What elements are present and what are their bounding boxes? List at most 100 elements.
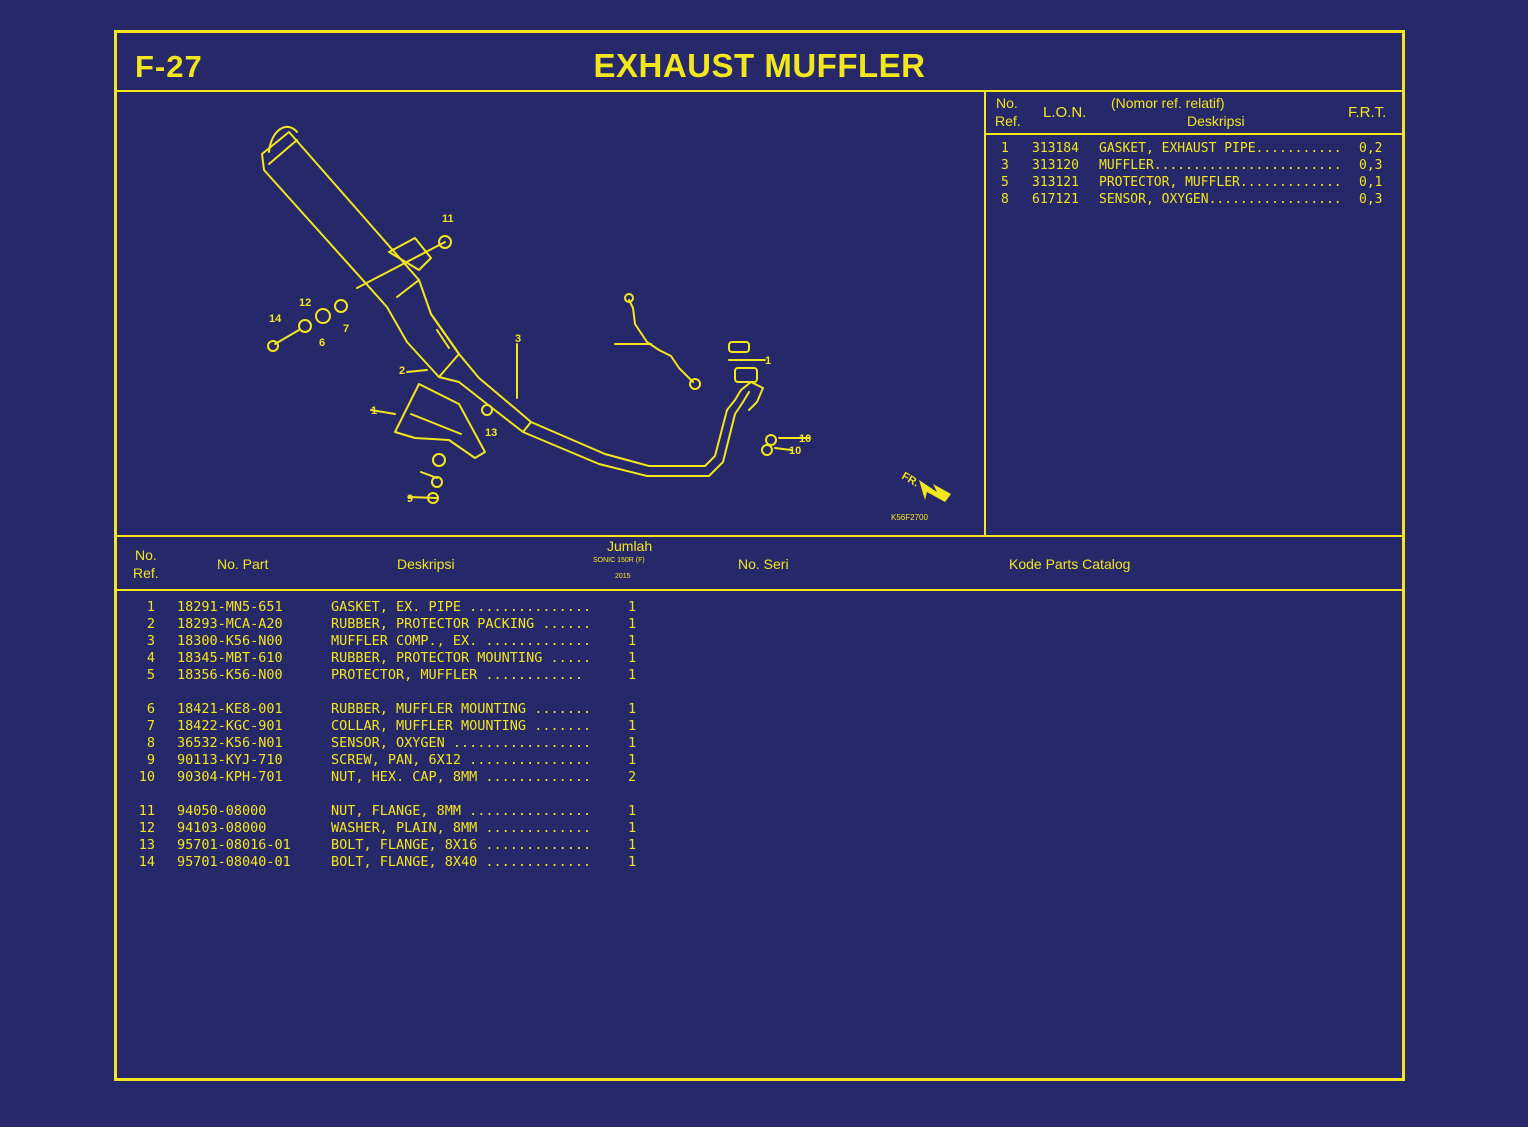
parts-cell-ref: 8 [146,735,155,751]
parts-cell-desc: RUBBER, MUFFLER MOUNTING ....... [331,701,592,717]
frt-cell-desc: MUFFLER........................ [1099,158,1342,173]
parts-cell-part: 18291-MN5-651 [177,599,283,615]
parts-cell-desc: SENSOR, OXYGEN ................. [331,735,592,751]
callout-3: 3 [515,333,521,345]
figure-code: K56F2700 [891,513,928,522]
parts-head-catalog: Kode Parts Catalog [1009,556,1131,572]
parts-cell-part: 94103-08000 [177,820,267,836]
parts-cell-desc: RUBBER, PROTECTOR MOUNTING ..... [331,650,592,666]
parts-cell-desc: MUFFLER COMP., EX. ............. [331,633,592,649]
callout-1a: 1 [371,405,377,417]
parts-cell-part: 95701-08016-01 [177,837,291,853]
parts-cell-desc: WASHER, PLAIN, 8MM ............. [331,820,592,836]
callout-7: 7 [343,323,349,335]
parts-cell-part: 36532-K56-N01 [177,735,283,751]
frt-cell-desc: GASKET, EXHAUST PIPE........... [1099,141,1342,156]
page-title: EXHAUST MUFFLER [593,47,926,84]
callout-6: 6 [319,337,325,349]
parts-cell-ref: 6 [146,701,155,717]
parts-cell-qty: 1 [628,616,637,632]
callout-1b: 1 [765,355,771,367]
title-divider [117,90,1402,92]
callout-14: 14 [269,313,282,325]
parts-cell-qty: 1 [628,633,637,649]
frt-cell-desc: SENSOR, OXYGEN................. [1099,192,1342,207]
frt-cell-lon: 313184 [1032,141,1079,156]
parts-cell-qty: 1 [628,735,637,751]
parts-cell-part: 18300-K56-N00 [177,633,283,649]
parts-head-part: No. Part [217,556,269,572]
parts-cell-qty: 1 [628,803,637,819]
parts-cell-ref: 12 [138,820,155,836]
frt-cell-ref: 8 [1001,192,1009,207]
parts-head-divider [117,589,1402,591]
parts-cell-ref: 5 [146,667,155,683]
frt-cell-desc: PROTECTOR, MUFFLER............. [1099,175,1342,190]
parts-head-no: No. [135,547,157,563]
parts-cell-ref: 11 [138,803,155,819]
frt-cell-lon: 313120 [1032,158,1079,173]
parts-cell-qty: 2 [628,769,637,785]
parts-cell-desc: BOLT, FLANGE, 8X16 ............. [331,837,592,853]
catalog-page-frame: F-27 EXHAUST MUFFLER No. Ref. L.O.N. (No… [114,30,1405,1081]
parts-cell-qty: 1 [628,854,637,870]
frt-cell-frt: 0,2 [1359,141,1383,156]
parts-head-year: 2015 [615,573,631,580]
parts-cell-desc: GASKET, EX. PIPE ............... [331,599,592,615]
section-code: F-27 [135,49,203,84]
parts-cell-desc: PROTECTOR, MUFFLER ............ [331,667,583,683]
parts-cell-ref: 4 [146,650,155,666]
parts-cell-ref: 10 [138,769,155,785]
parts-cell-desc: RUBBER, PROTECTOR PACKING ...... [331,616,592,632]
frt-cell-ref: 5 [1001,175,1009,190]
oxygen-sensor [628,299,694,383]
parts-cell-ref: 3 [146,633,155,649]
exhaust-diagram: 11 12 14 7 6 3 2 1 13 9 1 10 10 FR. K56F… [261,125,951,522]
parts-cell-qty: 1 [628,837,637,853]
diagram-divider [984,92,986,535]
parts-cell-ref: 14 [138,854,155,870]
frt-cell-ref: 3 [1001,158,1009,173]
parts-cell-part: 18421-KE8-001 [177,701,283,717]
exhaust-pipe [522,391,750,477]
parts-cell-part: 18293-MCA-A20 [177,616,283,632]
muffler-body [261,131,460,378]
callout-2: 2 [399,365,405,377]
parts-cell-qty: 1 [628,718,637,734]
parts-cell-desc: NUT, FLANGE, 8MM ............... [331,803,592,819]
callout-13: 13 [485,427,497,439]
parts-head-desc: Deskripsi [397,556,455,572]
parts-cell-part: 94050-08000 [177,803,267,819]
parts-cell-part: 95701-08040-01 [177,854,291,870]
parts-cell-part: 90113-KYJ-710 [177,752,283,768]
parts-cell-ref: 2 [146,616,155,632]
parts-head-qty: Jumlah [607,538,653,554]
parts-head-serial: No. Seri [738,556,789,572]
parts-cell-ref: 7 [146,718,155,734]
parts-cell-desc: NUT, HEX. CAP, 8MM ............. [331,769,592,785]
frt-head-desc: Deskripsi [1187,113,1245,129]
parts-table-header: No. Ref. No. Part Deskripsi Jumlah SONIC… [117,537,1402,589]
parts-cell-qty: 1 [628,667,637,683]
gasket [734,367,758,383]
parts-cell-ref: 9 [146,752,155,768]
frt-head-ref: Ref. [995,113,1021,129]
callout-11: 11 [442,213,454,225]
parts-cell-part: 18356-K56-N00 [177,667,283,683]
parts-cell-part: 18345-MBT-610 [177,650,283,666]
frt-cell-frt: 0,1 [1359,175,1383,190]
parts-cell-ref: 1 [146,599,155,615]
parts-cell-qty: 1 [628,650,637,666]
parts-cell-part: 18422-KGC-901 [177,718,283,734]
parts-cell-qty: 1 [628,599,637,615]
frt-head-nomor: (Nomor ref. relatif) [1111,95,1225,111]
parts-cell-qty: 1 [628,752,637,768]
frt-cell-lon: 617121 [1032,192,1079,207]
frt-head-divider [986,133,1402,135]
frt-cell-frt: 0,3 [1359,158,1383,173]
frt-head-lon: L.O.N. [1043,104,1087,121]
mount-bracket [388,237,432,271]
callout-12: 12 [299,297,311,309]
parts-cell-ref: 13 [138,837,155,853]
parts-cell-desc: COLLAR, MUFFLER MOUNTING ....... [331,718,592,734]
